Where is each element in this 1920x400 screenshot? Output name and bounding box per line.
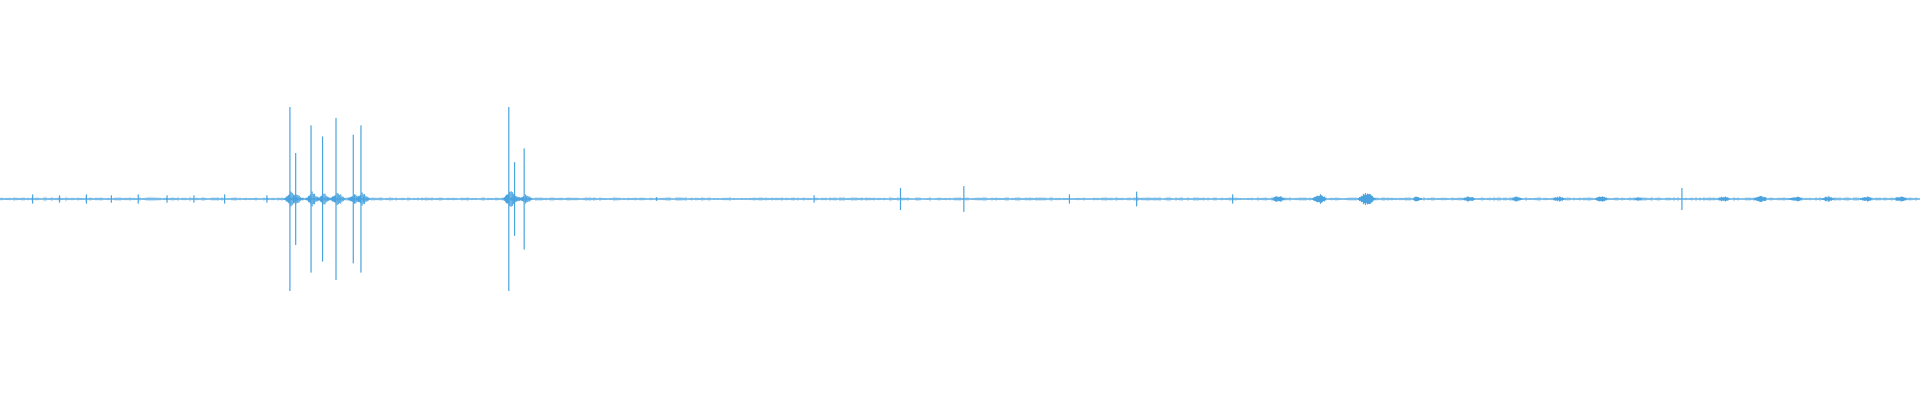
waveform-peak: [289, 153, 305, 245]
waveform-burst: [1551, 196, 1567, 202]
waveform-burst: [1632, 197, 1644, 201]
waveform-peak: [316, 136, 332, 262]
waveform-burst: [1311, 194, 1327, 204]
waveform-burst: [1788, 196, 1803, 202]
waveform-burst: [1859, 196, 1875, 202]
waveform-peak: [329, 118, 345, 280]
waveform-peak: [518, 148, 534, 250]
waveform-peak: [354, 125, 370, 273]
waveform-burst: [1271, 196, 1287, 202]
waveform-burst: [1753, 196, 1769, 202]
waveform-burst: [1820, 196, 1836, 202]
waveform-burst: [1717, 196, 1732, 202]
waveform-burst: [1411, 196, 1423, 202]
waveform-burst: [1893, 196, 1909, 202]
waveform-burst: [1357, 192, 1377, 206]
waveform-burst: [1511, 196, 1523, 202]
waveform-burst: [1461, 196, 1477, 202]
waveform-burst: [1594, 196, 1610, 202]
